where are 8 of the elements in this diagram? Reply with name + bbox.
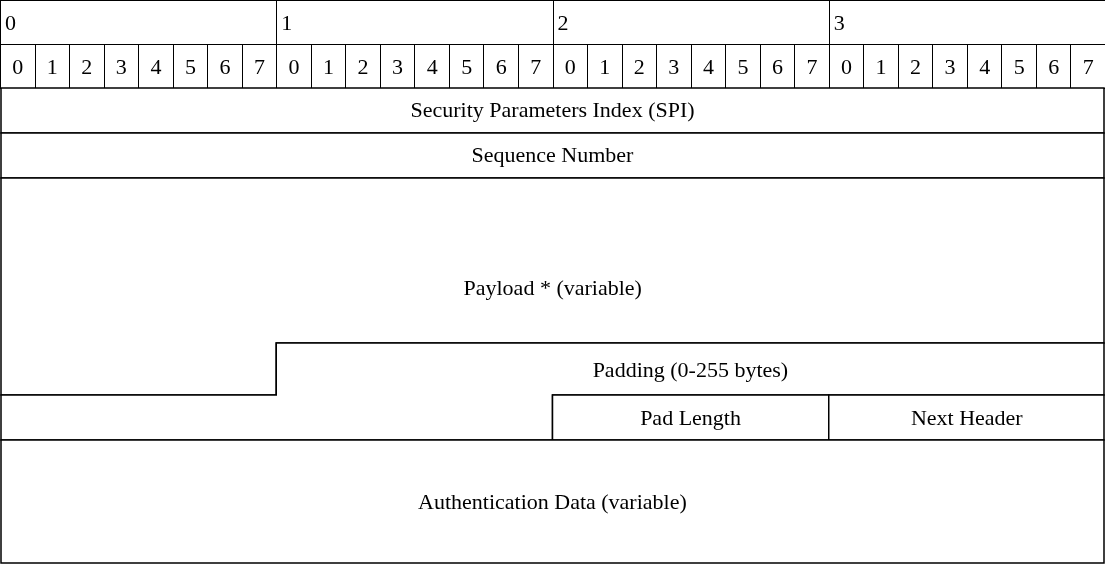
byte-number-cell: 0 — [0, 0, 278, 45]
field-label: Next Header — [910, 405, 1023, 431]
field-label: Sequence Number — [471, 142, 634, 168]
field-label: Padding (0-255 bytes) — [592, 357, 789, 383]
field-label: Payload * (variable) — [463, 275, 642, 301]
field-label: Security Parameters Index (SPI) — [410, 97, 695, 123]
field-label: Pad Length — [640, 405, 741, 431]
field-label: Authentication Data (variable) — [418, 489, 687, 515]
